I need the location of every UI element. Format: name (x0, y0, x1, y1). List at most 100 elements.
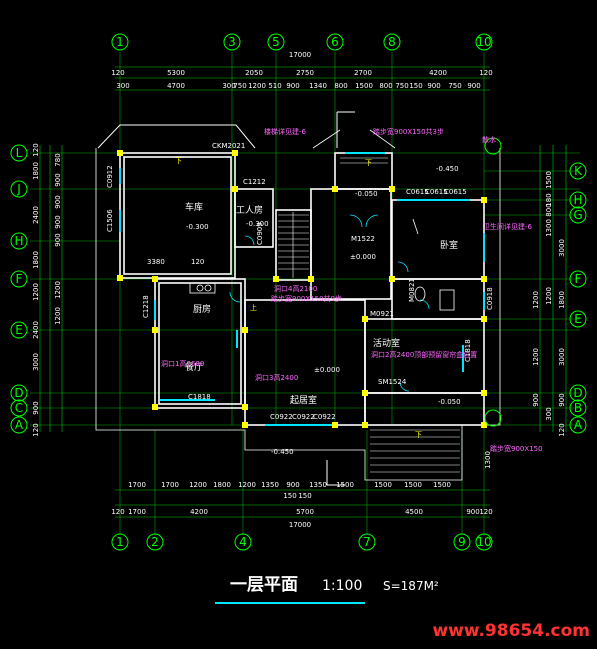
door-m1522: M1522 (351, 235, 375, 243)
step-note-9: 踏步宽900X150共9步 (271, 294, 342, 303)
door-swings (189, 214, 455, 392)
door-c0922-b: C0922 (292, 413, 315, 421)
dim-bot2-1: 1700 (128, 508, 146, 516)
dim-left-in-4: 900 (54, 233, 62, 246)
dim-bot1-1: 1700 (161, 481, 179, 489)
door-ckm2021: CKM2021 (212, 142, 245, 150)
axis-left-L: L (16, 146, 23, 160)
dim-left-in-2: 900 (54, 195, 62, 208)
walls (95, 124, 501, 481)
step-note-right: 踏步宽900X150 (490, 444, 543, 453)
worker-level: -0.300 (246, 220, 269, 228)
dim-left-1: 1800 (32, 162, 40, 180)
dim-left-in-1: 900 (54, 173, 62, 186)
room-living: 起居室 (290, 394, 317, 406)
garage-level: -0.300 (186, 223, 209, 231)
door-c0909: C0909 (256, 222, 264, 245)
dim-top2-3: 750 (233, 82, 246, 90)
door-c0615-b: C0615 (425, 188, 448, 196)
dim-bot1-0: 1700 (128, 481, 146, 489)
axis-left-H: H (14, 234, 23, 248)
dim-left-4: 1200 (32, 283, 40, 301)
axis-left-E: E (15, 323, 23, 337)
dim-left-0: 120 (32, 143, 40, 156)
door-sm1524: SM1524 (378, 378, 407, 386)
dim-top2-6: 900 (286, 82, 299, 90)
left-dimensions: 120 1800 2400 1800 1200 2400 3000 900 12… (32, 143, 62, 436)
dim-bot-total: 17000 (289, 521, 311, 529)
room-bedroom: 卧室 (440, 239, 458, 251)
garage-120: 120 (191, 258, 204, 266)
dim-left-in-5: 1200 (54, 281, 62, 299)
axis-left-D: D (14, 386, 23, 400)
axis-labels: 1 3 5 6 8 10 1 2 4 7 9 10 L J H F E D C … (14, 35, 583, 549)
drawing-title: 一层平面 (230, 575, 298, 595)
dim-bot1-11: 1500 (433, 481, 451, 489)
bottom-dimensions: 1700 1700 1200 1800 1200 1350 900 1350 1… (111, 481, 492, 529)
room-kitchen: 厨房 (193, 303, 211, 315)
room-worker: 工人房 (236, 204, 263, 216)
door-c0922-c: C0922 (313, 413, 336, 421)
step-note-3: 踏步宽900X150共3步 (373, 127, 444, 136)
axis-bottom-7: 7 (363, 535, 371, 549)
axis-top-5: 5 (272, 35, 280, 49)
dim-right-4: 3000 (558, 239, 566, 257)
axis-top-1: 1 (116, 35, 124, 49)
dim-top2-7: 1340 (309, 82, 327, 90)
stair-note: 楼梯详见建-6 (264, 127, 307, 136)
dim-right-side-0: 1200 (532, 291, 540, 309)
axis-right-D: D (573, 386, 582, 400)
axis-right-G: G (573, 208, 582, 222)
outside-level: -0.450 (271, 448, 294, 456)
section-marks (326, 111, 502, 486)
dim-bot1-5: 1350 (261, 481, 279, 489)
porch-level: -0.050 (438, 398, 461, 406)
room-activity: 活动室 (373, 337, 400, 349)
hall-level: ±0.000 (350, 253, 376, 261)
dim-top2-9: 1500 (355, 82, 373, 90)
dim-right-5: 1200 (545, 287, 553, 305)
dim-bot1-6: 900 (286, 481, 299, 489)
top-dimensions: 17000 120 5300 2050 2750 2700 4200 120 3… (111, 51, 492, 90)
axis-right-K: K (574, 164, 583, 178)
dim-top1-d: 2750 (296, 69, 314, 77)
dim-bot2-4: 4500 (405, 508, 423, 516)
room-garage: 车库 (185, 201, 203, 213)
axis-top-10: 10 (476, 35, 491, 49)
dim-right-side-1: 1200 (532, 348, 540, 366)
dim-right-1: 180 (545, 193, 553, 206)
dim-right-2: 800 (545, 203, 553, 216)
dimension-lines (39, 66, 567, 518)
room-dining: 餐厅 (185, 361, 203, 373)
entry-level: -0.050 (355, 190, 378, 198)
axis-top-3: 3 (228, 35, 236, 49)
door-c0615-a: C0615 (406, 188, 429, 196)
dim-left-5: 2400 (32, 321, 40, 339)
axis-bottom-2: 2 (151, 535, 159, 549)
axis-right-B: B (574, 401, 582, 415)
garage-3380: 3380 (147, 258, 165, 266)
dim-top2-0: 300 (116, 82, 129, 90)
axis-left-C: C (15, 401, 23, 415)
dim-right-side-4: 1300 (484, 451, 492, 469)
title-block: 一层平面 1:100 S=187M² (215, 575, 439, 604)
dim-bot1-3: 1800 (213, 481, 231, 489)
axis-right-F: F (575, 272, 582, 286)
axis-bubbles-top (10, 33, 587, 551)
down-label-garage: 下 (175, 157, 182, 165)
opening-2: 洞口2高2400顶部预留窗帘盒位置 (371, 350, 477, 359)
watermark-url: www.98654.com (432, 621, 590, 641)
dim-bot2-5: 900 (466, 508, 479, 516)
dim-right-7: 3000 (558, 348, 566, 366)
dim-top1-g: 120 (479, 69, 492, 77)
dim-bot2-6: 120 (479, 508, 492, 516)
door-c1818-dining: C1818 (188, 393, 211, 401)
opening-1: 洞口1高2600 (161, 359, 204, 368)
axis-bottom-10: 10 (476, 535, 491, 549)
dim-top2-8: 800 (334, 82, 347, 90)
dim-top1-c: 2050 (245, 69, 263, 77)
windows (119, 152, 485, 426)
dim-top1-b: 5300 (167, 69, 185, 77)
dim-left-6: 3000 (32, 353, 40, 371)
living-level: ±0.000 (314, 366, 340, 374)
